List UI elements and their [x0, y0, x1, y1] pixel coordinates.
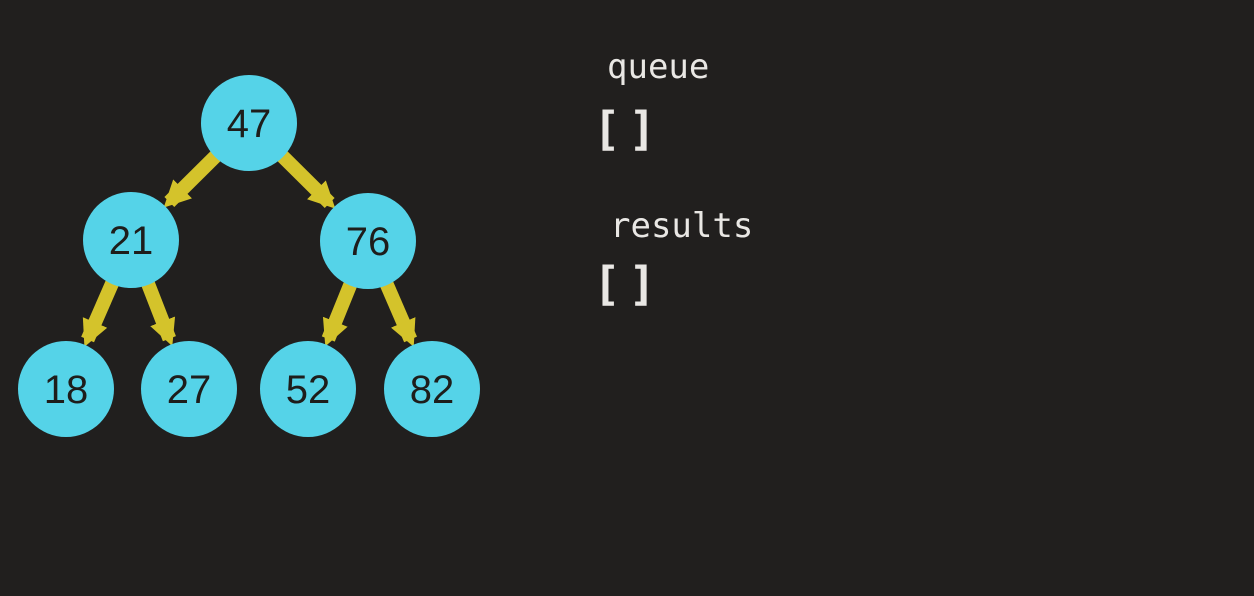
tree-node-value: 21 — [109, 219, 154, 263]
queue-label: queue — [607, 47, 710, 87]
tree-node-value: 52 — [286, 368, 331, 412]
tree-node-circle — [141, 341, 237, 437]
tree-node-circle — [83, 192, 179, 288]
tree-node-52: 52 — [260, 341, 356, 437]
tree-node-value: 82 — [410, 368, 455, 412]
tree-node-value: 18 — [44, 368, 89, 412]
tree-node-27: 27 — [141, 341, 237, 437]
tree-node-value: 27 — [167, 368, 212, 412]
tree-node-circle — [260, 341, 356, 437]
tree-node-value: 47 — [227, 102, 272, 146]
tree-node-circle — [320, 193, 416, 289]
tree-node-76: 76 — [320, 193, 416, 289]
tree-node-18: 18 — [18, 341, 114, 437]
tree-node-circle — [18, 341, 114, 437]
tree-node-47: 47 — [201, 75, 297, 171]
tree-node-circle — [384, 341, 480, 437]
tree-node-circle — [201, 75, 297, 171]
binary-tree-diagram: 47 21 76 18 27 52 82 — [18, 75, 480, 437]
queue-value: [ ] — [593, 102, 656, 156]
results-label: results — [610, 206, 754, 246]
tree-node-82: 82 — [384, 341, 480, 437]
tree-node-21: 21 — [83, 192, 179, 288]
results-value: [ ] — [593, 257, 656, 311]
tree-node-value: 76 — [346, 220, 391, 264]
